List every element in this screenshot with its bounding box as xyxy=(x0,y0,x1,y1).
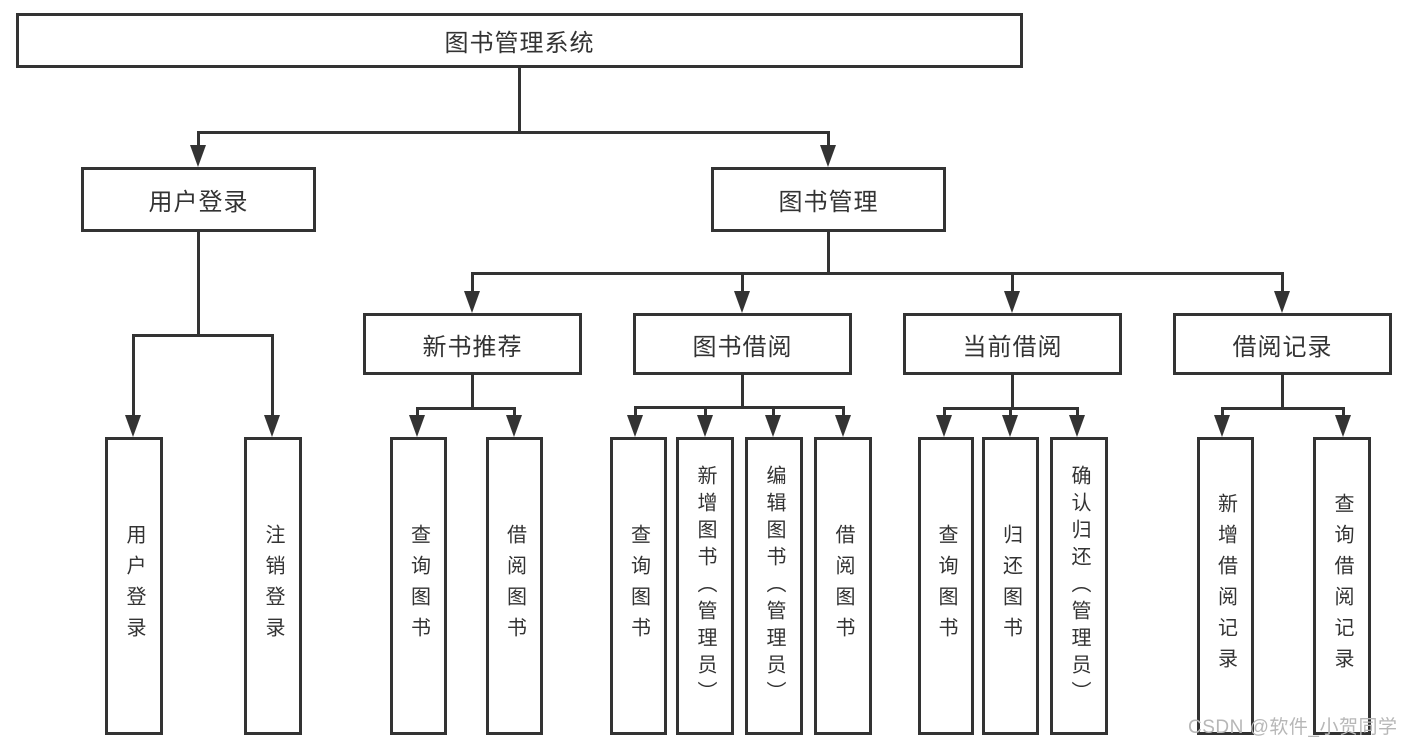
leaf-borrow-book-rec-label: 借阅图书 xyxy=(503,524,526,648)
node-borrowing-records-label: 借阅记录 xyxy=(1232,333,1333,361)
leaf-query-book-borrow: 查询图书 xyxy=(610,437,667,735)
leaf-logout-label: 注销登录 xyxy=(262,524,284,648)
connector-line xyxy=(518,68,521,132)
node-book-borrowing: 图书借阅 xyxy=(633,313,852,375)
leaf-borrow-book-borrow: 借阅图书 xyxy=(814,437,872,735)
leaf-logout: 注销登录 xyxy=(244,437,302,735)
arrow-down-icon xyxy=(1214,415,1230,437)
leaf-borrow-book-borrow-label: 借阅图书 xyxy=(832,524,854,648)
connector-line xyxy=(132,334,135,417)
node-book-mgmt-label: 图书管理 xyxy=(778,189,879,216)
node-current-borrowing-label: 当前借阅 xyxy=(962,333,1063,361)
connector-line xyxy=(416,407,419,417)
arrow-down-icon xyxy=(409,415,425,437)
leaf-edit-book-admin-label: 编辑图书（管理员） xyxy=(763,464,785,708)
leaf-query-book-current-label: 查询图书 xyxy=(935,524,957,648)
arrow-down-icon xyxy=(1069,415,1085,437)
connector-line xyxy=(741,272,744,293)
leaf-user-login: 用户登录 xyxy=(105,437,163,735)
node-root-label: 图书管理系统 xyxy=(444,30,595,57)
leaf-user-login-label: 用户登录 xyxy=(123,524,145,648)
arrow-down-icon xyxy=(1274,291,1290,313)
leaf-query-borrow-record: 查询借阅记录 xyxy=(1313,437,1371,735)
connector-line xyxy=(197,232,200,336)
connector-line xyxy=(471,272,1283,275)
arrow-down-icon xyxy=(835,415,851,437)
arrow-down-icon xyxy=(190,145,206,167)
arrow-down-icon xyxy=(264,415,280,437)
connector-line xyxy=(1011,375,1014,409)
connector-line xyxy=(943,407,946,417)
arrow-down-icon xyxy=(820,145,836,167)
connector-line xyxy=(1009,407,1012,417)
connector-line xyxy=(842,406,845,417)
leaf-add-book-admin-label: 新增图书（管理员） xyxy=(694,464,716,708)
leaf-confirm-return-admin: 确认归还（管理员） xyxy=(1050,437,1108,735)
leaf-query-book-rec: 查询图书 xyxy=(390,437,447,735)
leaf-borrow-book-rec: 借阅图书 xyxy=(486,437,543,735)
arrow-down-icon xyxy=(734,291,750,313)
connector-line xyxy=(513,407,516,417)
leaf-return-book: 归还图书 xyxy=(982,437,1039,735)
arrow-down-icon xyxy=(936,415,952,437)
connector-line xyxy=(1221,407,1345,410)
connector-line xyxy=(471,375,474,409)
arrow-down-icon xyxy=(506,415,522,437)
arrow-down-icon xyxy=(464,291,480,313)
node-user-login: 用户登录 xyxy=(81,167,316,232)
connector-line xyxy=(704,406,707,417)
leaf-add-book-admin: 新增图书（管理员） xyxy=(676,437,734,735)
connector-line xyxy=(772,406,775,417)
connector-line xyxy=(1342,407,1345,417)
arrow-down-icon xyxy=(1335,415,1351,437)
node-borrowing-records: 借阅记录 xyxy=(1173,313,1392,375)
connector-line xyxy=(1221,407,1224,417)
connector-line xyxy=(1076,407,1079,417)
connector-line xyxy=(827,131,830,148)
connector-line xyxy=(197,131,200,148)
connector-line xyxy=(132,334,274,337)
node-user-login-label: 用户登录 xyxy=(148,189,249,216)
arrow-down-icon xyxy=(125,415,141,437)
connector-line xyxy=(1281,272,1284,293)
connector-line xyxy=(416,407,515,410)
leaf-add-borrow-record: 新增借阅记录 xyxy=(1197,437,1254,735)
arrow-down-icon xyxy=(627,415,643,437)
node-root: 图书管理系统 xyxy=(16,13,1023,68)
node-current-borrowing: 当前借阅 xyxy=(903,313,1122,375)
connector-line xyxy=(197,131,830,134)
node-book-mgmt: 图书管理 xyxy=(711,167,946,232)
node-new-book-rec-label: 新书推荐 xyxy=(422,333,523,361)
connector-line xyxy=(827,232,830,274)
leaf-confirm-return-admin-label: 确认归还（管理员） xyxy=(1068,464,1090,708)
connector-line xyxy=(1281,375,1284,409)
leaf-query-book-borrow-label: 查询图书 xyxy=(627,524,650,648)
connector-line xyxy=(271,334,274,417)
leaf-add-borrow-record-label: 新增借阅记录 xyxy=(1214,493,1237,679)
leaf-query-borrow-record-label: 查询借阅记录 xyxy=(1331,493,1353,679)
arrow-down-icon xyxy=(1002,415,1018,437)
connector-line xyxy=(634,406,845,409)
leaf-query-book-current: 查询图书 xyxy=(918,437,974,735)
connector-line xyxy=(741,375,744,408)
watermark: CSDN @软件_小贺同学 xyxy=(1188,717,1398,738)
leaf-query-book-rec-label: 查询图书 xyxy=(407,524,430,648)
leaf-return-book-label: 归还图书 xyxy=(999,524,1022,648)
connector-line xyxy=(471,272,474,293)
arrow-down-icon xyxy=(765,415,781,437)
arrow-down-icon xyxy=(697,415,713,437)
arrow-down-icon xyxy=(1004,291,1020,313)
node-book-borrowing-label: 图书借阅 xyxy=(692,333,793,361)
node-new-book-rec: 新书推荐 xyxy=(363,313,582,375)
leaf-edit-book-admin: 编辑图书（管理员） xyxy=(745,437,803,735)
connector-line xyxy=(634,406,637,417)
connector-line xyxy=(1011,272,1014,293)
